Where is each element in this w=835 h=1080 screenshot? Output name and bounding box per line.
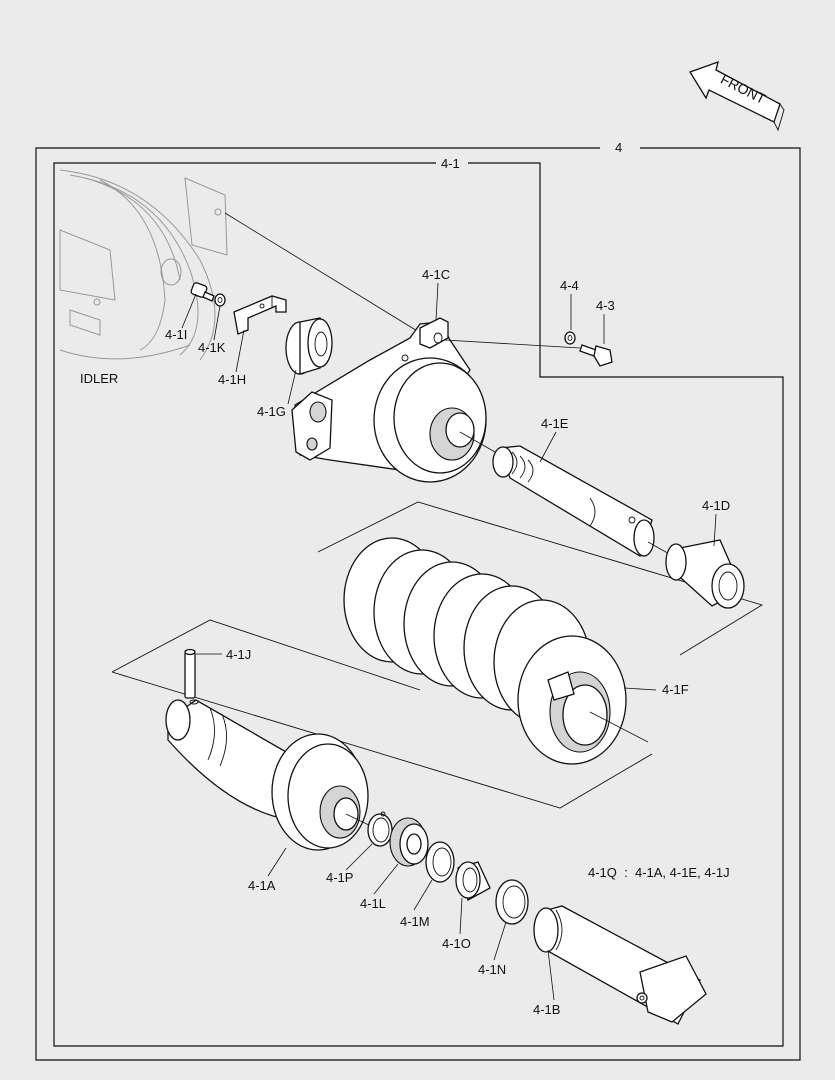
washer-4-4	[564, 331, 576, 345]
callout-4-1M: 4-1M	[400, 914, 430, 929]
assembly-label-4: 4	[615, 140, 622, 155]
callout-4-1O: 4-1O	[442, 936, 471, 951]
front-arrow: FRONT	[689, 60, 785, 132]
yoke-4-1C	[291, 317, 487, 483]
snap-ring-4-1P	[367, 811, 393, 847]
callout-4-1E: 4-1E	[541, 416, 569, 431]
spring-4-1F	[343, 537, 627, 765]
callout-4-1I: 4-1I	[165, 327, 187, 342]
idler-ghost: IDLER	[59, 169, 228, 386]
pin-4-1J	[184, 648, 196, 699]
collar-4-1G	[285, 317, 333, 375]
inner-frame: 4-1	[53, 156, 784, 1047]
seal-4-1L	[389, 817, 429, 867]
leader-lines	[181, 282, 717, 1001]
outer-frame: 4	[35, 140, 801, 1061]
rod-4-1B	[533, 905, 707, 1025]
callouts: 4-4 4-3 4-1C 4-1I 4-1K 4-1H 4-1G 4-1E 4-…	[165, 267, 730, 1017]
callout-4-1H: 4-1H	[218, 372, 246, 387]
callout-4-3: 4-3	[596, 298, 615, 313]
washer-4-1K	[214, 293, 226, 307]
callout-4-1L: 4-1L	[360, 896, 386, 911]
callout-4-1C: 4-1C	[422, 267, 450, 282]
idler-label: IDLER	[80, 371, 118, 386]
callout-4-1F: 4-1F	[662, 682, 689, 697]
ring-4-1M	[425, 841, 455, 883]
bushing-4-1O	[455, 861, 491, 901]
spring-plane-bottom	[111, 671, 653, 809]
callout-4-4: 4-4	[560, 278, 579, 293]
bolt-4-1I	[190, 282, 215, 302]
spring-plane-left	[111, 619, 421, 691]
ring-4-1N	[495, 879, 529, 925]
cylinder-4-1A	[165, 699, 369, 851]
bushing-4-1D	[665, 539, 745, 609]
shaft-4-1E	[492, 445, 655, 557]
spring-plane-right	[317, 501, 764, 656]
callout-4-1N: 4-1N	[478, 962, 506, 977]
bolt-4-3	[579, 344, 613, 367]
alignment-line	[224, 212, 441, 346]
callout-4-1J: 4-1J	[226, 647, 251, 662]
callout-4-1A: 4-1A	[248, 878, 276, 893]
bracket-4-1H	[233, 295, 287, 335]
kit-note: 4-1Q : 4-1A, 4-1E, 4-1J	[588, 865, 730, 880]
callout-4-1P: 4-1P	[326, 870, 353, 885]
callout-4-1D: 4-1D	[702, 498, 730, 513]
callout-4-1B: 4-1B	[533, 1002, 560, 1017]
assembly-label-4-1: 4-1	[441, 156, 460, 171]
callout-4-1K: 4-1K	[198, 340, 226, 355]
callout-4-1G: 4-1G	[257, 404, 286, 419]
